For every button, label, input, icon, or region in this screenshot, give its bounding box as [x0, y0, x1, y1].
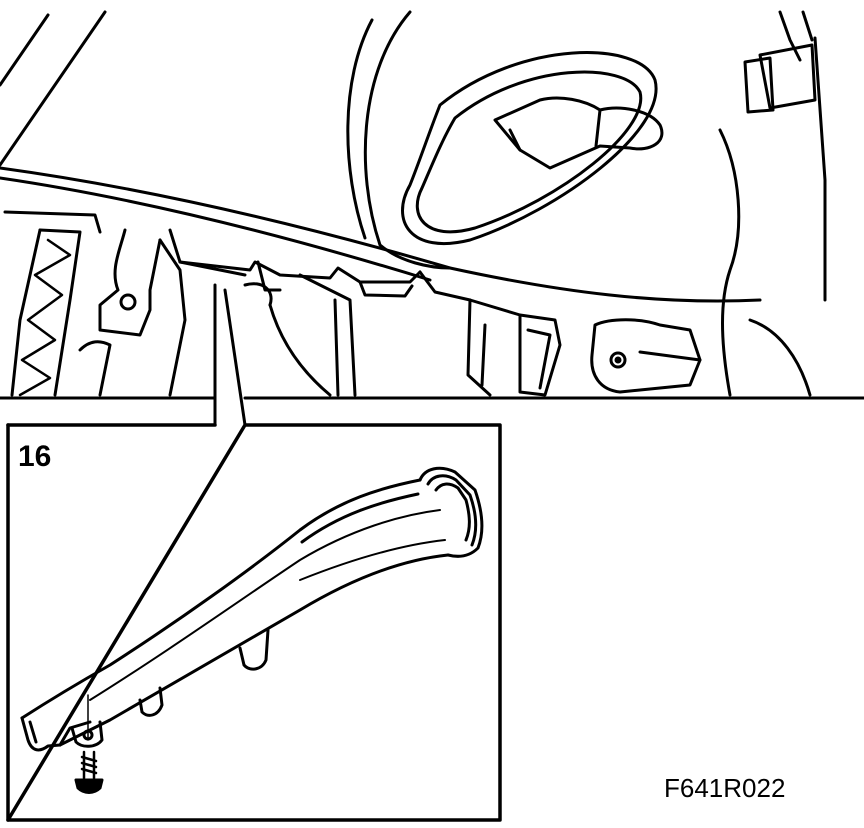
screw: [74, 750, 104, 794]
air-duct-part: [20, 466, 484, 752]
figure-reference-code: F641R022: [664, 773, 786, 803]
dashboard-scene: [0, 10, 864, 427]
detail-inset: [6, 423, 502, 822]
step-number-label: 16: [18, 440, 52, 473]
